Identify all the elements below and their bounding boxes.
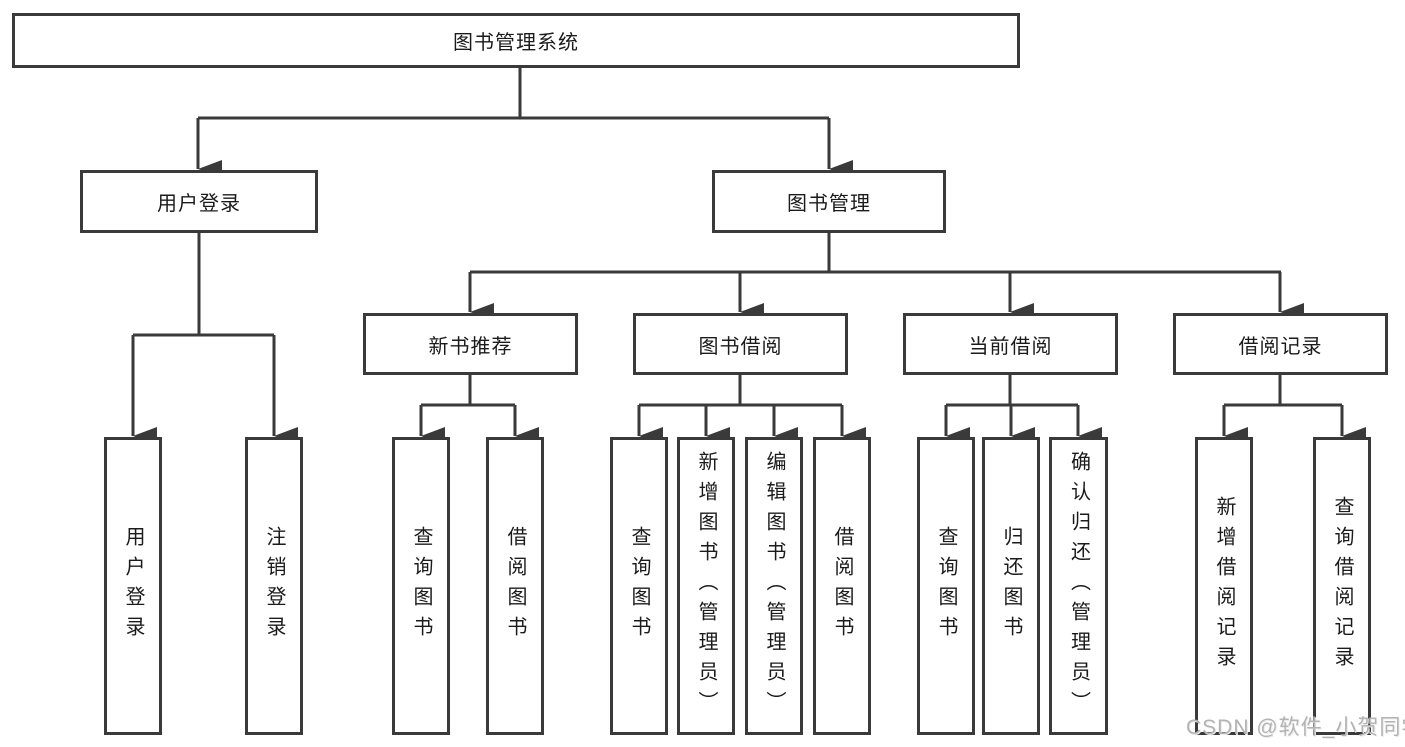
node-label: 图书管理 <box>787 193 871 215</box>
leaf-return-books: 归还图书 <box>982 437 1040 735</box>
node-label: 当前借阅 <box>968 335 1053 358</box>
node-label: 图书管理系统 <box>453 32 579 54</box>
leaf-label: 查询图书 <box>935 526 957 646</box>
node-label: 新书推荐 <box>428 335 513 358</box>
leaf-query-books-current: 查询图书 <box>917 437 975 735</box>
leaf-logout: 注销登录 <box>245 437 303 735</box>
leaf-borrow-books-recommendation: 借阅图书 <box>486 437 544 735</box>
leaf-edit-books-admin: 编辑图书（管理员） <box>745 437 803 735</box>
node-new-book-recommendation: 新书推荐 <box>363 313 578 375</box>
leaf-label: 借阅图书 <box>504 526 526 646</box>
leaf-borrow-books: 借阅图书 <box>813 437 871 735</box>
node-label: 图书借阅 <box>698 335 783 358</box>
leaf-label: 新增借阅记录 <box>1213 496 1235 676</box>
node-label: 借阅记录 <box>1238 335 1323 358</box>
leaf-user-login: 用户登录 <box>104 437 162 735</box>
leaf-query-books-borrowing: 查询图书 <box>610 437 668 735</box>
leaf-add-books-admin: 新增图书（管理员） <box>677 437 735 735</box>
node-borrowing-records: 借阅记录 <box>1173 313 1388 375</box>
leaf-label: 注销登录 <box>263 526 285 646</box>
leaf-label: 用户登录 <box>122 526 144 646</box>
leaf-label: 编辑图书（管理员） <box>763 451 785 721</box>
leaf-label: 新增图书（管理员） <box>695 451 717 721</box>
leaf-label: 查询图书 <box>628 526 650 646</box>
leaf-label: 查询借阅记录 <box>1331 496 1353 676</box>
leaf-add-borrow-record: 新增借阅记录 <box>1195 437 1253 735</box>
node-library-management-system: 图书管理系统 <box>12 13 1020 68</box>
leaf-confirm-return-admin: 确认归还（管理员） <box>1049 437 1108 735</box>
leaf-label: 借阅图书 <box>831 526 853 646</box>
node-current-borrowing: 当前借阅 <box>903 313 1118 375</box>
leaf-label: 查询图书 <box>410 526 432 646</box>
node-book-borrowing: 图书借阅 <box>633 313 848 375</box>
csdn-watermark: CSDN @软件_小贺同学 <box>1186 716 1405 739</box>
leaf-query-books-recommendation: 查询图书 <box>392 437 450 735</box>
node-book-management: 图书管理 <box>712 170 946 233</box>
node-label: 用户登录 <box>157 193 241 215</box>
leaf-query-borrow-record: 查询借阅记录 <box>1313 437 1371 735</box>
leaf-label: 确认归还（管理员） <box>1067 451 1090 721</box>
leaf-label: 归还图书 <box>1000 526 1022 646</box>
connector-arrows <box>131 118 1366 445</box>
node-user-login: 用户登录 <box>80 170 318 233</box>
